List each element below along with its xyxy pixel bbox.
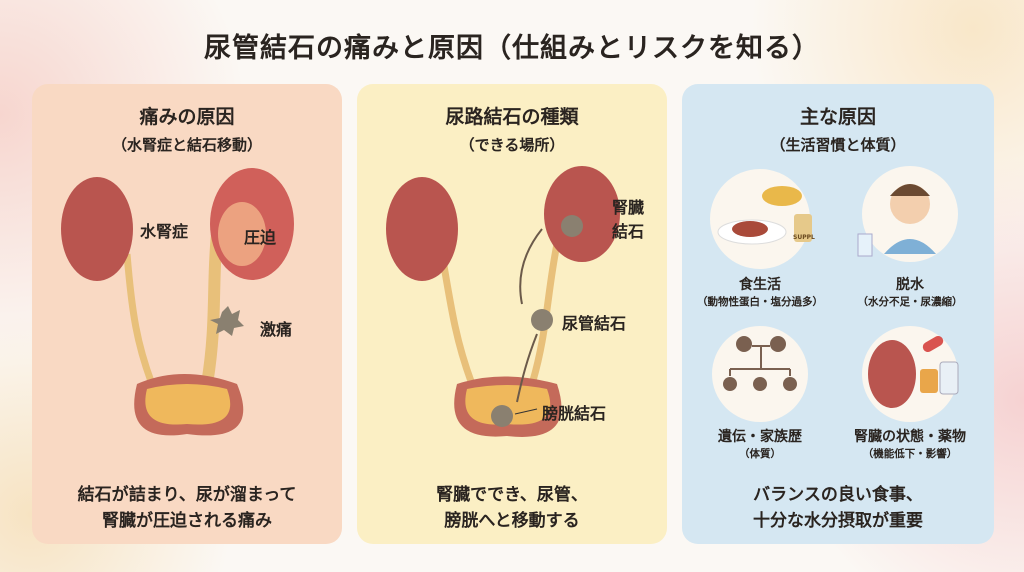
arrow-icon bbox=[516, 333, 538, 403]
cause-detail: （動物性蛋白・塩分過多） bbox=[697, 296, 823, 308]
panel-footer: バランスの良い食事、十分な水分摂取が重要 bbox=[682, 482, 994, 534]
panel-subheading: （できる場所） bbox=[459, 136, 565, 154]
stone-locations-illustration bbox=[386, 166, 620, 437]
label-kidney-stone: 腎臓結石 bbox=[612, 196, 644, 244]
footer-line: 十分な水分摂取が重要 bbox=[753, 511, 923, 531]
panel-heading: 尿路結石の種類 bbox=[445, 106, 579, 128]
label-ureter-stone: 尿管結石 bbox=[562, 314, 627, 333]
panel-footer: 腎臓ででき、尿管、膀胱へと移動する bbox=[357, 482, 667, 534]
left-kidney bbox=[61, 177, 133, 281]
page-title: 尿管結石の痛みと原因（仕組みとリスクを知る） bbox=[204, 33, 820, 64]
family-history-icon bbox=[712, 326, 808, 422]
cause-detail: （水分不足・尿濃縮） bbox=[857, 296, 963, 308]
urinary-tract-illustration bbox=[61, 168, 294, 436]
panel-heading: 痛みの原因 bbox=[139, 106, 235, 128]
label-pain: 激痛 bbox=[260, 320, 293, 339]
label-line: 腎臓 bbox=[612, 198, 645, 217]
bladder-stone-icon bbox=[491, 405, 513, 427]
footer-line: 膀胱へと移動する bbox=[444, 511, 580, 531]
stone-icon bbox=[210, 306, 244, 336]
supplement-label: SUPPL bbox=[793, 234, 815, 241]
kidney-stone-icon bbox=[561, 215, 583, 237]
panel-footer: 結石が詰まり、尿が溜まって腎臓が圧迫される痛み bbox=[32, 482, 342, 534]
label-line: 結石 bbox=[612, 222, 645, 241]
cause-title: 遺伝・家族歴 bbox=[718, 429, 802, 445]
footer-line: バランスの良い食事、 bbox=[753, 485, 923, 505]
cause-title: 食生活 bbox=[739, 277, 781, 293]
footer-line: 結石が詰まり、尿が溜まって bbox=[77, 485, 297, 505]
cause-detail: （体質） bbox=[739, 448, 781, 460]
cause-title: 腎臓の状態・薬物 bbox=[854, 429, 966, 445]
arrow-icon bbox=[519, 228, 543, 305]
panel-pain-cause: 痛みの原因 （水腎症と結石移動） 水腎症 圧迫 激痛 結石が詰まり、尿が溜まって… bbox=[32, 84, 342, 544]
panel-heading: 主な原因 bbox=[799, 106, 876, 128]
label-pressure: 圧迫 bbox=[244, 228, 277, 247]
footer-line: 腎臓が圧迫される痛み bbox=[102, 511, 272, 531]
cause-detail: （機能低下・影響） bbox=[862, 448, 958, 460]
label-hydronephrosis: 水腎症 bbox=[140, 222, 189, 241]
panel-main-causes: 主な原因 （生活習慣と体質） 食生活 （動物性蛋白・塩分過多） 脱水 （水分不足… bbox=[682, 84, 994, 544]
ureter-stone-icon bbox=[531, 309, 553, 331]
panel-subheading: （水腎症と結石移動） bbox=[111, 136, 262, 154]
left-kidney bbox=[386, 177, 458, 281]
panel-subheading: （生活習慣と体質） bbox=[770, 136, 906, 154]
label-bladder-stone: 膀胱結石 bbox=[542, 404, 607, 423]
panel-stone-types: 尿路結石の種類 （できる場所） 腎臓結石 尿管結石 膀胱結石 腎臓ででき、尿管、… bbox=[357, 84, 667, 544]
cause-title: 脱水 bbox=[896, 277, 924, 293]
footer-line: 腎臓ででき、尿管、 bbox=[436, 485, 588, 505]
right-kidney bbox=[544, 166, 620, 262]
